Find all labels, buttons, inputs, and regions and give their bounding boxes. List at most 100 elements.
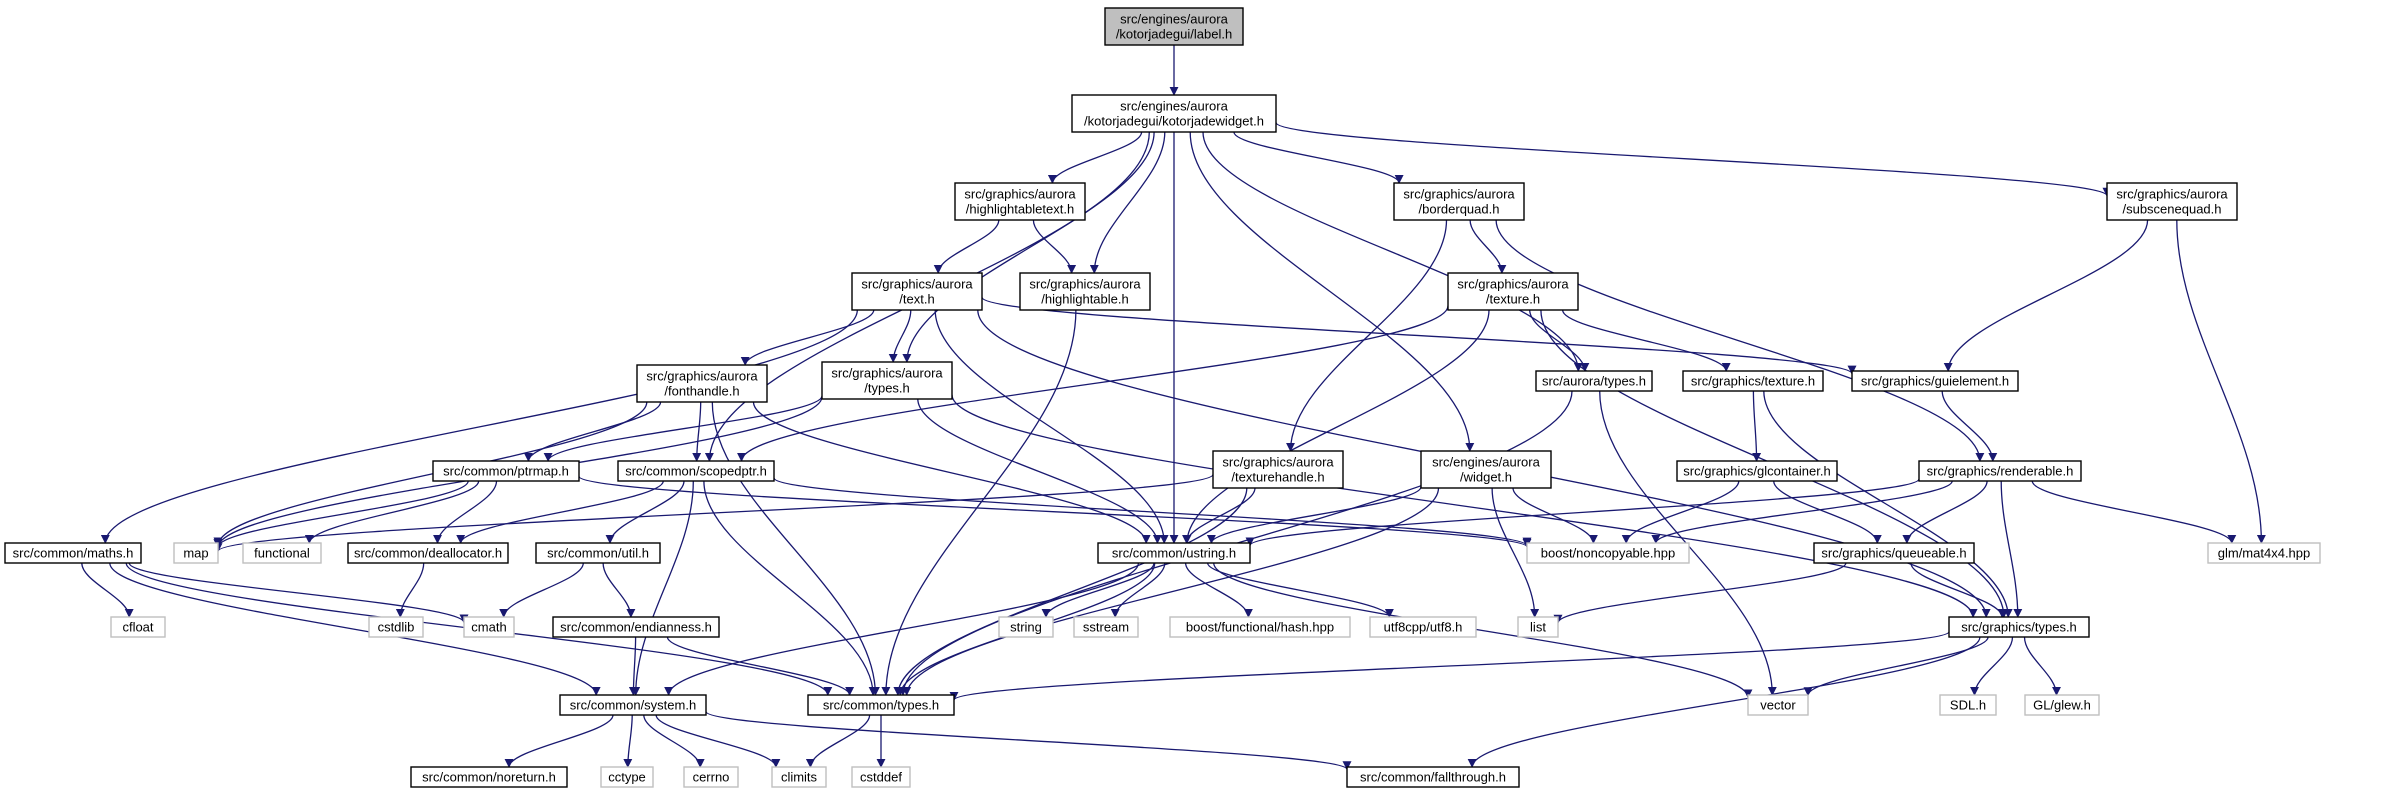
edge-line [395, 562, 425, 618]
node-box [552, 616, 720, 638]
edge-kotorjadewidget_h-to-highlightabletext_h [1047, 131, 1143, 184]
node-box [771, 766, 827, 788]
edge-highlightabletext_h-to-highlightable_h [1032, 219, 1077, 274]
node-label-line: src/graphics/aurora [646, 369, 758, 384]
node-util_h[interactable]: src/common/util.h [535, 542, 661, 564]
node-utf8_h: utf8cpp/utf8.h [1369, 616, 1477, 638]
node-functional: functional [242, 542, 322, 564]
node-box [1851, 370, 2019, 392]
node-c_types_h[interactable]: src/common/types.h [807, 694, 955, 716]
edge-ustring_h-to-hash_hpp [1184, 562, 1253, 618]
node-texturehandle_h[interactable]: src/graphics/aurora/texturehandle.h [1212, 450, 1344, 489]
node-system_h[interactable]: src/common/system.h [559, 694, 707, 716]
node-glcontainer_h[interactable]: src/graphics/glcontainer.h [1676, 460, 1838, 482]
node-box [1813, 542, 1975, 564]
node-subscenequad_h[interactable]: src/graphics/aurora/subscenequad.h [2106, 182, 2238, 221]
node-box [2106, 182, 2238, 221]
node-guielement_h[interactable]: src/graphics/guielement.h [1851, 370, 2019, 392]
edge-line [666, 636, 855, 696]
edge-line [1491, 487, 1540, 618]
edge-text_h-to-maths_h [100, 309, 858, 544]
edge-line [1213, 562, 1753, 699]
edge-line [304, 480, 480, 544]
node-borderquad_h[interactable]: src/graphics/aurora/borderquad.h [1393, 182, 1525, 221]
node-maths_h[interactable]: src/common/maths.h [4, 542, 142, 564]
node-ustring_h[interactable]: src/common/ustring.h [1097, 542, 1251, 564]
edge-kotorjadewidget_h-to-ga_types_h [902, 131, 1155, 363]
node-glew_h: GL/glew.h [2024, 694, 2100, 716]
node-box [1676, 460, 1838, 482]
node-ga_texture_h[interactable]: src/graphics/aurora/texture.h [1447, 272, 1579, 311]
edge-line [1529, 309, 1590, 372]
edge-line [433, 480, 498, 544]
edge-g_types_h-to-vector [1803, 636, 1989, 697]
edge-system_h-to-cerrno [643, 714, 705, 768]
node-box [1212, 450, 1344, 489]
edge-widget_h-to-list [1491, 487, 1540, 618]
edge-line [773, 477, 1532, 547]
edge-renderable_h-to-mat4x4_hpp [2031, 480, 2237, 544]
node-kotorjadewidget_h[interactable]: src/engines/aurora/kotorjadegui/kotorjad… [1071, 94, 1277, 133]
node-list: list [1517, 616, 1559, 638]
edge-system_h-to-climits [655, 714, 781, 768]
node-g_texture_h[interactable]: src/graphics/texture.h [1682, 370, 1824, 392]
node-label-line: src/common/endianness.h [560, 620, 712, 635]
edge-line [1182, 487, 1256, 544]
node-scopedptr_h[interactable]: src/common/scopedptr.h [617, 460, 775, 482]
edge-scopedptr_h-to-util_h [605, 480, 685, 544]
node-noreturn_h[interactable]: src/common/noreturn.h [410, 766, 568, 788]
edge-text_h-to-ga_types_h [888, 309, 912, 363]
node-fonthandle_h[interactable]: src/graphics/aurora/fonthandle.h [636, 364, 768, 403]
edge-line [1803, 636, 1989, 697]
node-label-line: vector [1760, 698, 1796, 713]
node-label-line: src/graphics/queueable.h [1821, 546, 1966, 561]
node-box [410, 766, 568, 788]
node-label-line: /texturehandle.h [1231, 470, 1324, 485]
edge-subscenequad_h-to-mat4x4_hpp [2176, 219, 2266, 544]
node-label_h[interactable]: src/engines/aurora/kotorjadegui/label.h [1104, 7, 1244, 46]
edge-maths_h-to-cfloat [81, 562, 134, 618]
node-ga_types_h[interactable]: src/graphics/aurora/types.h [821, 361, 953, 400]
node-highlightable_h[interactable]: src/graphics/aurora/highlightable.h [1019, 272, 1151, 311]
node-widget_h[interactable]: src/engines/aurora/widget.h [1420, 450, 1552, 489]
node-box [683, 766, 739, 788]
node-string: string [998, 616, 1054, 638]
node-queueable_h[interactable]: src/graphics/queueable.h [1813, 542, 1975, 564]
node-box [1369, 616, 1477, 638]
node-text_h[interactable]: src/graphics/aurora/text.h [851, 272, 983, 311]
node-fallthrough_h[interactable]: src/common/fallthrough.h [1346, 766, 1520, 788]
edge-ga_texture_h-to-g_texture_h [1561, 309, 1731, 372]
edge-fonthandle_h-to-c_types_h [711, 401, 880, 696]
node-g_types_h[interactable]: src/graphics/types.h [1948, 616, 2090, 638]
node-ptrmap_h[interactable]: src/common/ptrmap.h [432, 460, 580, 482]
edge-borderquad_h-to-texturehandle_h [1286, 219, 1448, 452]
edge-ga_texture_h-to-scopedptr_h [737, 305, 1449, 462]
node-highlightabletext_h[interactable]: src/graphics/aurora/highlightabletext.h [954, 182, 1086, 221]
node-label-line: /fonthandle.h [664, 384, 739, 399]
node-endianness_h[interactable]: src/common/endianness.h [552, 616, 720, 638]
node-box [636, 364, 768, 403]
node-label-line: cmath [471, 620, 506, 635]
node-aurora_types_h[interactable]: src/aurora/types.h [1535, 370, 1653, 392]
node-label-line: climits [781, 770, 818, 785]
node-box [1019, 272, 1151, 311]
edge-line [1763, 390, 2013, 618]
edge-line [456, 480, 664, 544]
node-box [110, 616, 166, 638]
node-box [1526, 542, 1690, 564]
edge-line [664, 562, 1140, 696]
node-label-line: src/common/fallthrough.h [1360, 770, 1506, 785]
edge-util_h-to-cmath [499, 562, 584, 618]
node-label-line: src/graphics/renderable.h [1927, 464, 2074, 479]
node-deallocator_h[interactable]: src/common/deallocator.h [347, 542, 509, 564]
edge-ga_types_h-to-ptrmap_h [543, 395, 823, 462]
edge-line [881, 309, 1077, 696]
edge-line [1047, 131, 1143, 184]
node-label-line: glm/mat4x4.hpp [2218, 546, 2311, 561]
edge-line [917, 398, 1162, 544]
edge-renderable_h-to-ustring_h [1245, 478, 1920, 547]
edge-ustring_h-to-vector [1213, 562, 1753, 699]
node-box [821, 361, 953, 400]
edge-maths_h-to-cmath [128, 562, 469, 624]
node-renderable_h[interactable]: src/graphics/renderable.h [1918, 460, 2082, 482]
